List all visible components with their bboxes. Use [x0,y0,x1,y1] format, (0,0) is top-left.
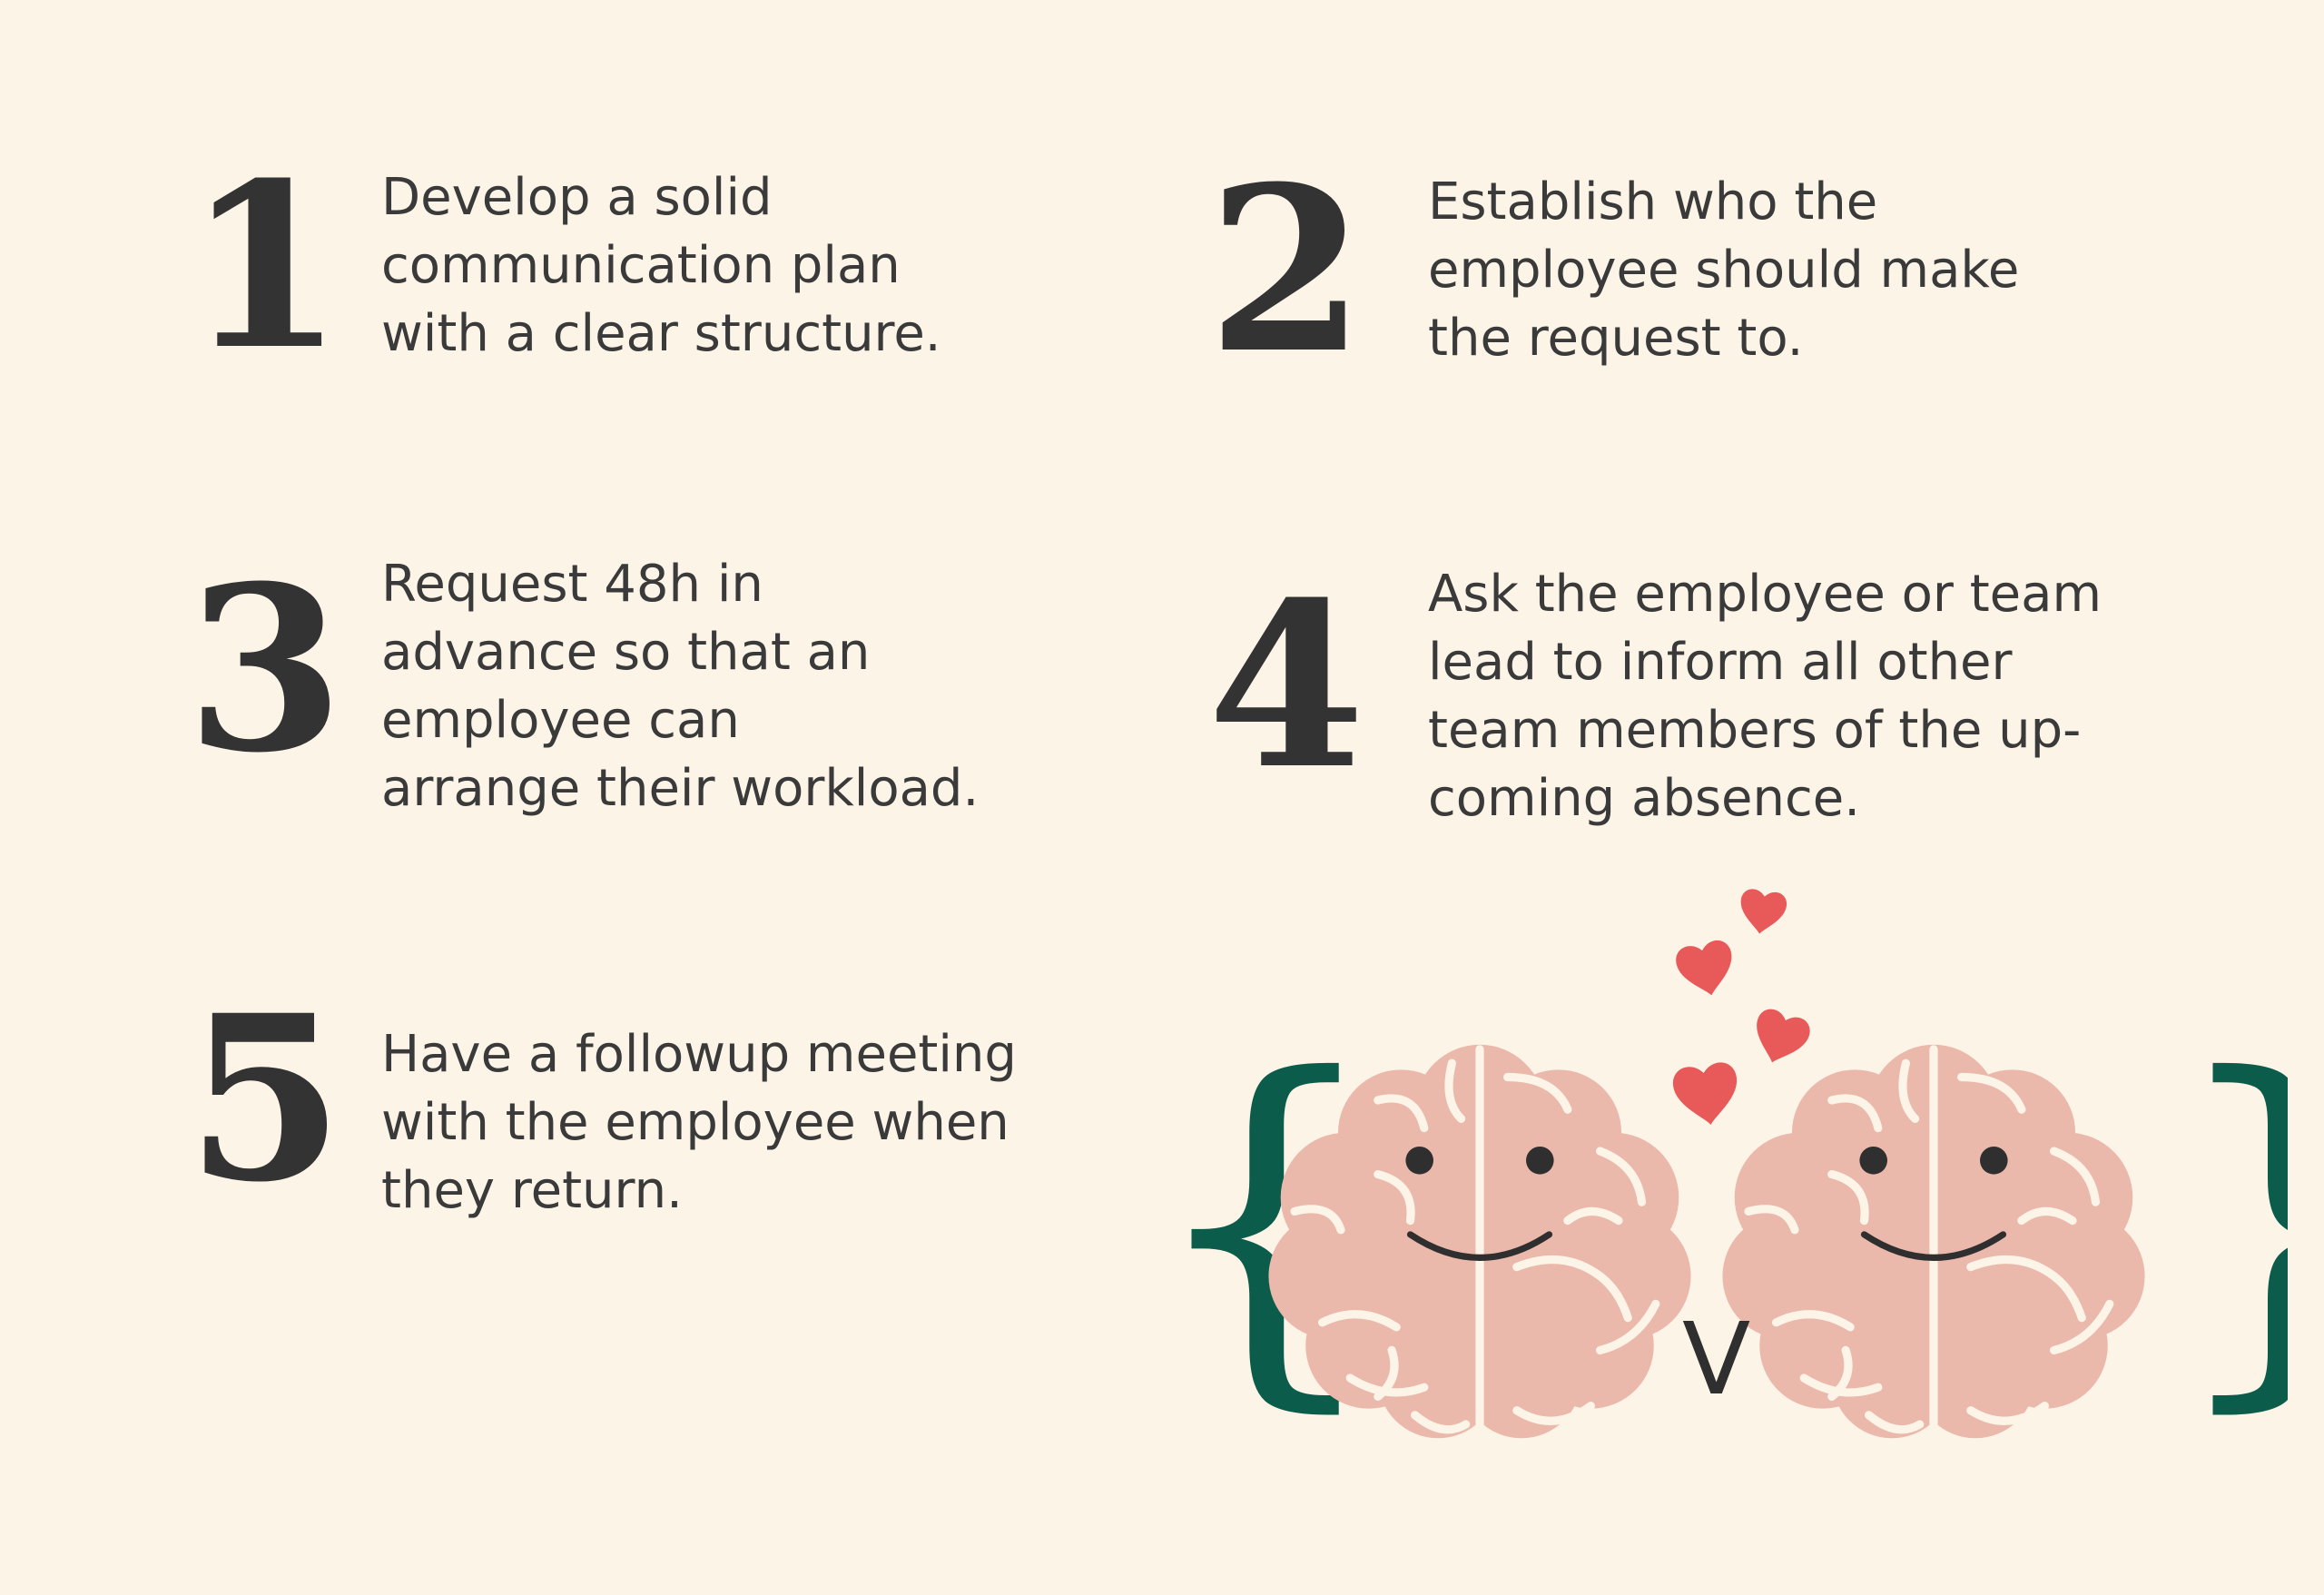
v-symbol: V [1682,1301,1750,1417]
heart-icon [1746,1005,1814,1071]
heart-icon [1670,1060,1743,1129]
step-number: 4 [1207,552,1365,819]
step-text: Develop a solid communication plan with … [381,168,941,363]
left-brain-eye [1526,1147,1554,1175]
right-brain-smile [1860,1231,2007,1261]
heart-icon [1673,937,1739,1001]
step-text: Ask the employee or team lead to inform … [1428,565,2102,828]
right-brain [1722,1045,2144,1439]
left-brain [1268,1045,1690,1439]
step-text: Have a followup meeting with the employe… [381,1025,1017,1220]
right-brain-eye [1980,1147,2008,1175]
left-brain-smile [1406,1231,1553,1261]
heart-icon [1737,887,1788,938]
step-text: Request 48h in advance so that an employ… [381,555,980,818]
step-number: 3 [186,536,344,802]
step-number: 5 [186,965,344,1232]
left-brain-eye [1405,1147,1433,1175]
step-number: 2 [1207,136,1365,403]
right-brain-eye [1859,1147,1887,1175]
brains-illustration: { } V [1144,887,2288,1443]
step-text: Establish who the employee should make t… [1428,172,2020,368]
step-number: 1 [186,133,344,399]
right-brace: } [2165,999,2288,1443]
